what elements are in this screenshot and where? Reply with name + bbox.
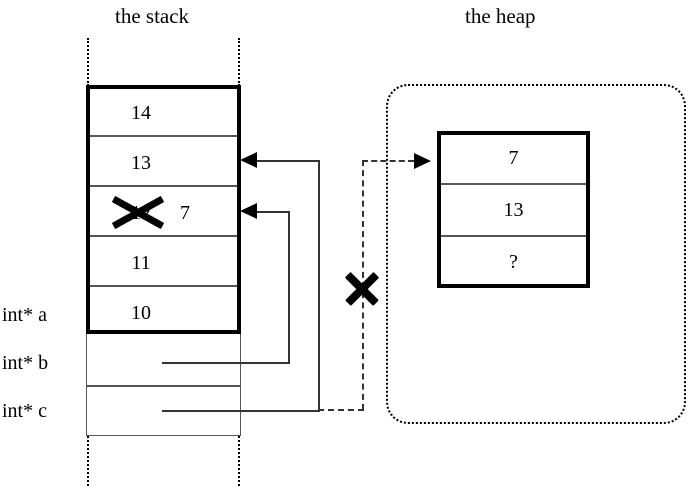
heap-cell-value-7: 7 (508, 147, 519, 169)
stack-cell-value-14: 14 (131, 102, 151, 124)
pointer-c-wire-horizontal (162, 410, 320, 412)
stack-value-frame (86, 85, 241, 334)
pointer-label-c: int* c (2, 400, 47, 422)
heap-cell-value-question: ? (509, 251, 518, 273)
pointer-b-wire-horizontal (162, 362, 290, 364)
stack-cell-value-13: 13 (131, 152, 151, 174)
pointer-c-wire-arm (256, 160, 320, 162)
stale-pointer-dashed-top (362, 160, 414, 162)
stack-cell-value-11: 11 (131, 252, 151, 274)
stack-cell-value-10: 10 (131, 302, 151, 324)
heap-cell-divider-2 (441, 235, 586, 237)
invalid-pointer-x-icon (345, 271, 379, 306)
heap-region-boundary (386, 84, 686, 424)
heap-cell-value-13: 13 (503, 199, 524, 221)
stack-pointer-cells (86, 333, 241, 436)
stale-pointer-arrowhead (414, 153, 431, 169)
pointer-c-arrowhead (240, 152, 257, 168)
strikethrough-x-icon (111, 194, 165, 230)
heap-cell-divider-1 (441, 183, 586, 185)
pointer-b-wire-vertical (288, 211, 290, 363)
stack-left-dotted-guide-bottom (87, 436, 89, 486)
stack-cell-divider-2 (90, 185, 237, 187)
pointer-label-b: int* b (2, 352, 49, 374)
stack-cell-divider-1 (90, 135, 237, 137)
heap-block (437, 131, 590, 288)
stack-cell-value-7-new: 7 (180, 202, 190, 224)
stack-pointer-cell-divider (87, 385, 240, 387)
heap-title: the heap (465, 4, 536, 28)
stale-pointer-dashed-bottom (318, 409, 364, 411)
stack-left-dotted-guide-top (87, 38, 89, 86)
stack-cell-divider-3 (90, 235, 237, 237)
stack-cell-divider-4 (90, 285, 237, 287)
stack-right-dotted-guide-top (238, 38, 240, 86)
stack-title: the stack (115, 4, 190, 28)
pointer-b-arrowhead (240, 203, 257, 219)
pointer-c-wire-vertical (318, 160, 320, 411)
stack-right-dotted-guide-bottom (238, 436, 240, 486)
pointer-b-wire-arm (256, 211, 290, 213)
pointer-label-a: int* a (2, 304, 47, 326)
